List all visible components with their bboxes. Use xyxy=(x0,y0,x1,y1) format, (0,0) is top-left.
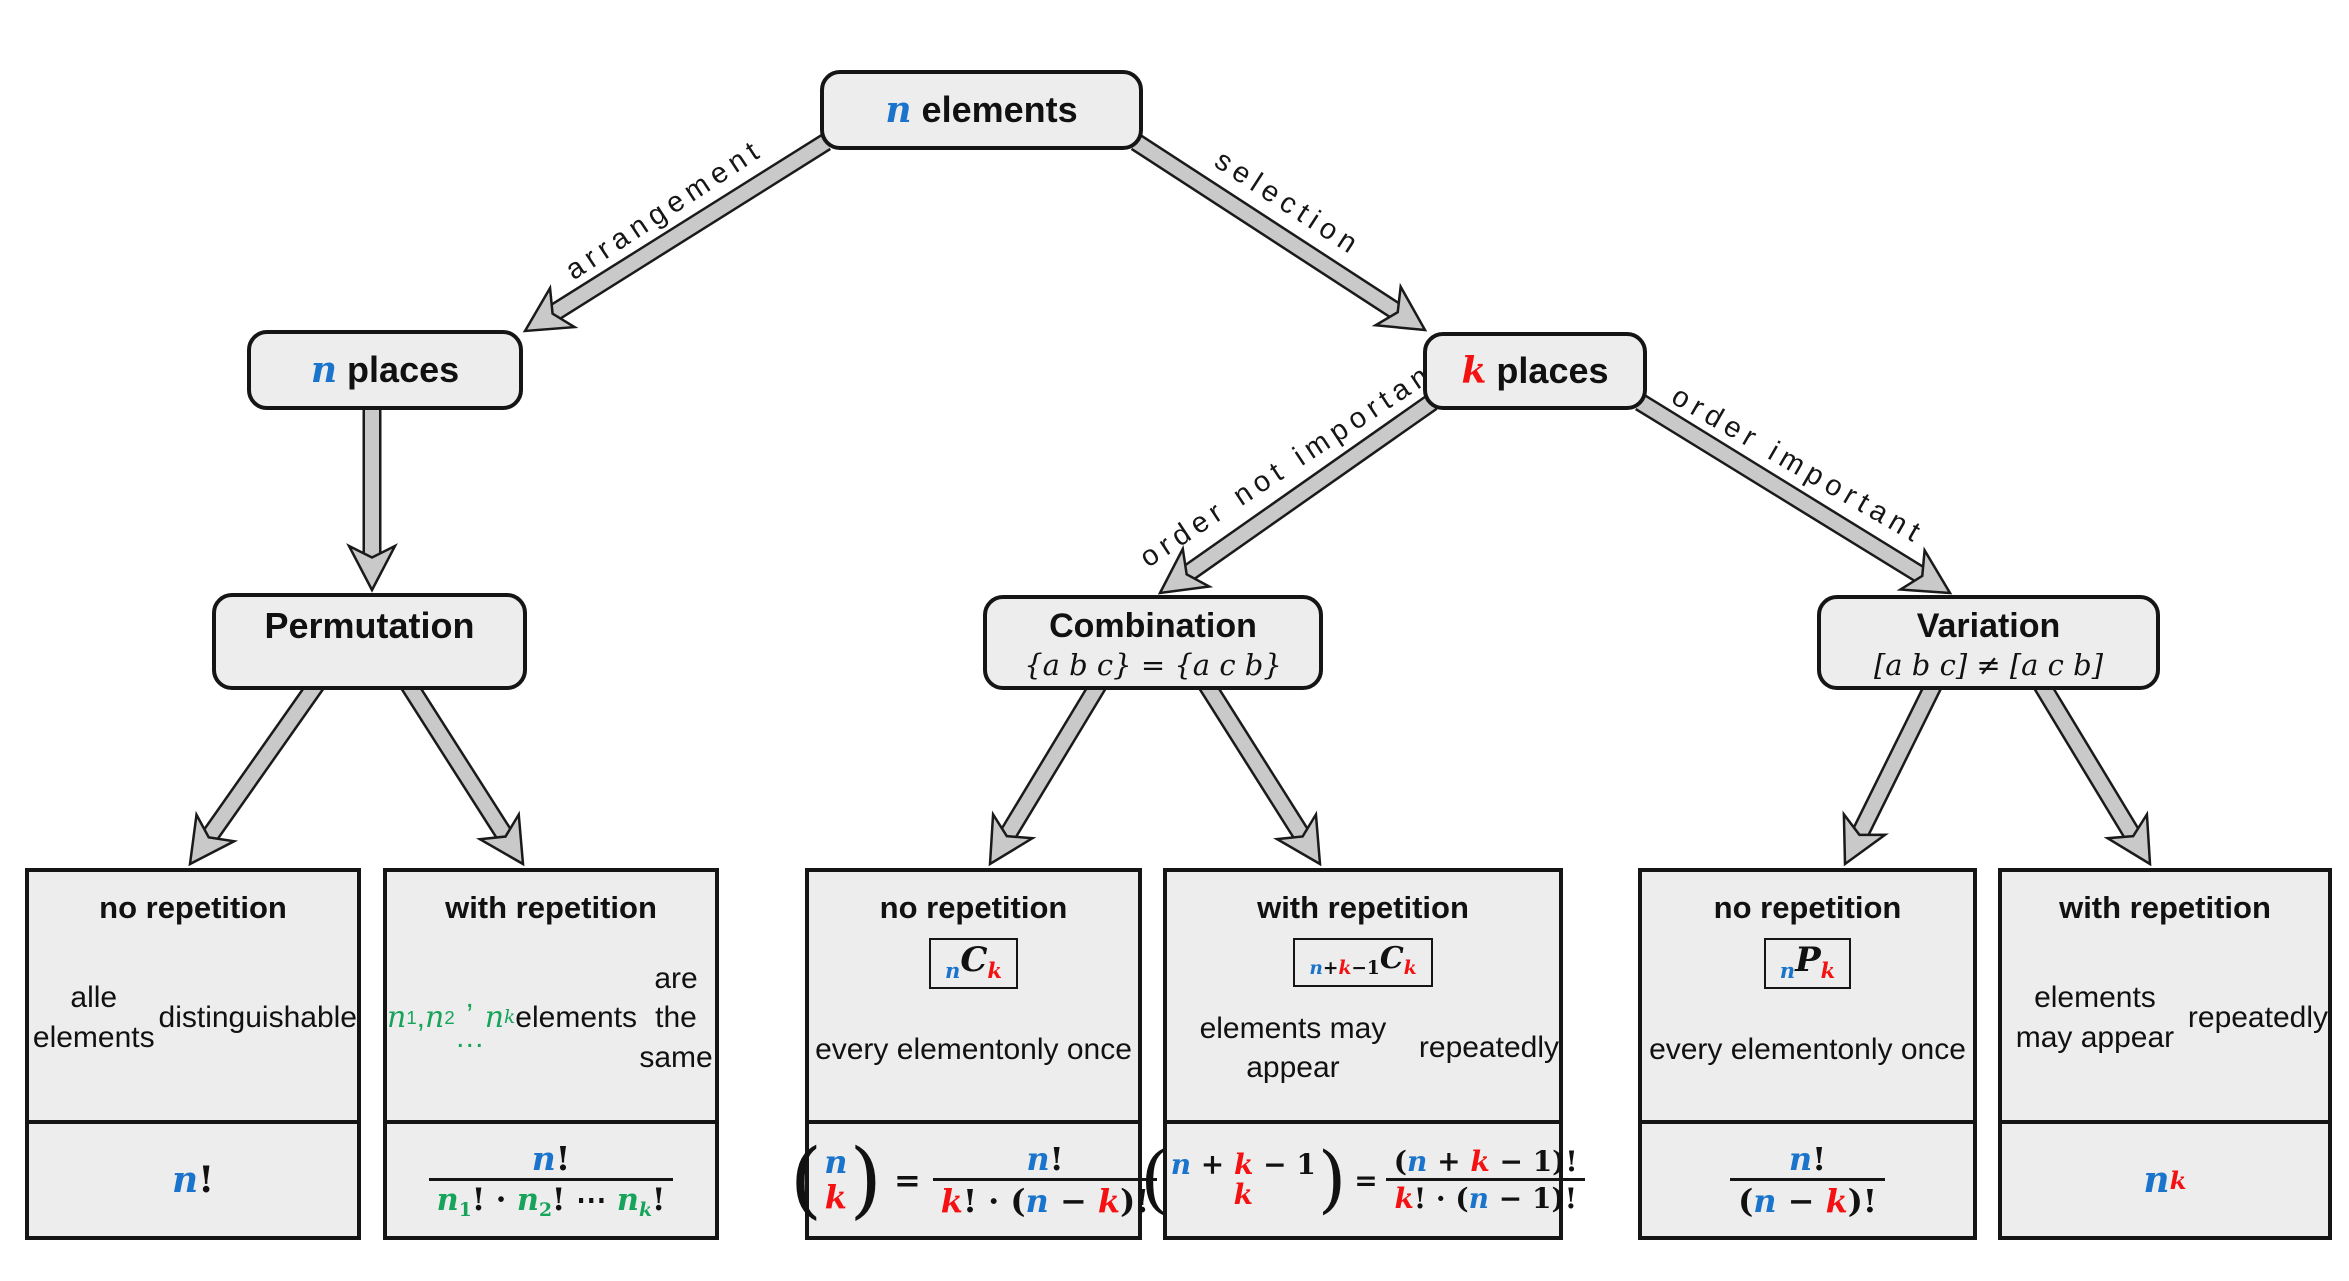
equals-sign: = xyxy=(1354,1163,1378,1197)
fraction-numerator: (n + k − 1)! xyxy=(1393,1145,1578,1178)
card-body: with repetition n+k−1Ck elements may app… xyxy=(1167,872,1559,1120)
symbol-nPk: nPk xyxy=(1763,938,1852,990)
arrow-variation-left xyxy=(1842,677,1944,867)
node-title: Combination xyxy=(1049,607,1257,645)
node-n-elements: n elements xyxy=(820,70,1143,150)
binomial: ( n + k − 1 k ) xyxy=(1140,1136,1347,1222)
left-paren: ( xyxy=(1140,1136,1169,1222)
card-title: no repetition xyxy=(99,890,287,925)
node-title: n places xyxy=(310,348,460,391)
node-combination: Combination {a b c} = {a c b} xyxy=(983,595,1323,690)
node-n-places: n places xyxy=(247,330,523,410)
node-title: Permutation xyxy=(264,605,475,646)
fraction-denominator: n1! · n2! ⋯ nk! xyxy=(428,1177,674,1221)
node-title: n elements xyxy=(885,88,1078,131)
arrow-permutation-right xyxy=(398,676,525,867)
arrow-variation-right xyxy=(2031,677,2152,867)
node-title: k places xyxy=(1461,349,1609,392)
right-paren: ) xyxy=(849,1130,882,1228)
arrow-combination-left xyxy=(988,677,1109,867)
arrow-combination-right xyxy=(1196,676,1322,867)
symbol-nCk: nCk xyxy=(929,938,1018,990)
binomial-top: n xyxy=(824,1143,848,1182)
arrow-permutation-left xyxy=(188,676,326,867)
fraction-denominator: (n − k)! xyxy=(1730,1178,1885,1220)
left-paren: ( xyxy=(789,1130,823,1228)
arrow-selection xyxy=(1130,134,1428,332)
fraction-denominator: k! · (n − 1)! xyxy=(1386,1178,1585,1215)
card-formula-section: n! (n − k)! xyxy=(1642,1120,1973,1236)
node-subtitle: [a b c] ≠ [a c b] xyxy=(1873,648,2104,683)
card-formula-section: ( n + k − 1 k ) = (n + k − 1)! k! · (n −… xyxy=(1140,1120,1585,1236)
binomial-top: n + k − 1 xyxy=(1170,1147,1316,1181)
formula-variation-no-repetition: n! (n − k)! xyxy=(1730,1140,1885,1220)
fraction-numerator: n! xyxy=(1026,1140,1064,1178)
arrow-order-not-important xyxy=(1157,394,1438,595)
card-title: with repetition xyxy=(1257,890,1469,925)
fraction-numerator: n! xyxy=(531,1138,571,1178)
right-paren: ) xyxy=(1317,1136,1347,1222)
card-formula-section: ( n k ) = n! k! · (n − k)! xyxy=(790,1120,1158,1236)
binomial-bottom: k xyxy=(824,1178,847,1216)
fraction-numerator: n! xyxy=(1788,1140,1827,1178)
equals-sign: = xyxy=(893,1161,921,1199)
card-formula-section: n! xyxy=(29,1120,357,1236)
arrow-n-places-to-permutation xyxy=(346,402,398,593)
binomial: ( n k ) xyxy=(789,1130,882,1228)
formula-permutation-with-repetition: n! n1! · n2! ⋯ nk! xyxy=(428,1138,674,1221)
node-k-places: k places xyxy=(1423,332,1647,410)
fraction-denominator: k! · (n − k)! xyxy=(932,1178,1158,1220)
card-formula-section: n! n1! · n2! ⋯ nk! xyxy=(387,1120,715,1236)
card-title: with repetition xyxy=(2059,890,2271,925)
node-subtitle: {a b c} = {a c b} xyxy=(1024,648,1282,683)
card-combination-with-repetition: with repetition n+k−1Ck elements may app… xyxy=(1140,868,1585,1240)
symbol-n-plus-k-minus-1-C-k: n+k−1Ck xyxy=(1293,938,1433,987)
card-title: no repetition xyxy=(879,890,1068,925)
arrow-arrangement xyxy=(522,133,832,333)
node-title: Variation xyxy=(1916,607,2061,645)
card-title: with repetition xyxy=(445,890,657,925)
formula-binomial-coefficient: ( n + k − 1 k ) = (n + k − 1)! k! · (n −… xyxy=(1140,1136,1585,1222)
card-title: no repetition xyxy=(1713,890,1902,925)
arrow-order-important xyxy=(1635,393,1953,595)
formula-binomial-coefficient: ( n k ) = n! k! · (n − k)! xyxy=(789,1130,1158,1228)
binomial-bottom: k xyxy=(1233,1178,1253,1211)
node-variation: Variation [a b c] ≠ [a c b] xyxy=(1817,595,2160,690)
node-permutation: Permutation xyxy=(212,593,527,690)
formula-n-factorial: n! xyxy=(172,1159,214,1201)
